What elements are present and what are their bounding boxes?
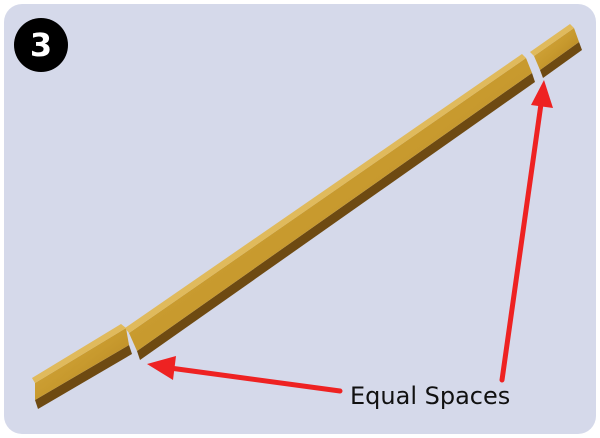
stick-piece-right [530, 24, 582, 78]
step-number: 3 [29, 26, 53, 64]
equal-spaces-label: Equal Spaces [350, 382, 511, 410]
instruction-panel: 3 [4, 4, 596, 434]
stick-piece-middle [125, 54, 535, 360]
step-number-badge: 3 [14, 18, 68, 72]
arrow-left-gap [147, 356, 343, 394]
arrow-right-gap [499, 80, 553, 383]
stick-illustration [32, 24, 582, 409]
stick-piece-left [32, 324, 132, 409]
